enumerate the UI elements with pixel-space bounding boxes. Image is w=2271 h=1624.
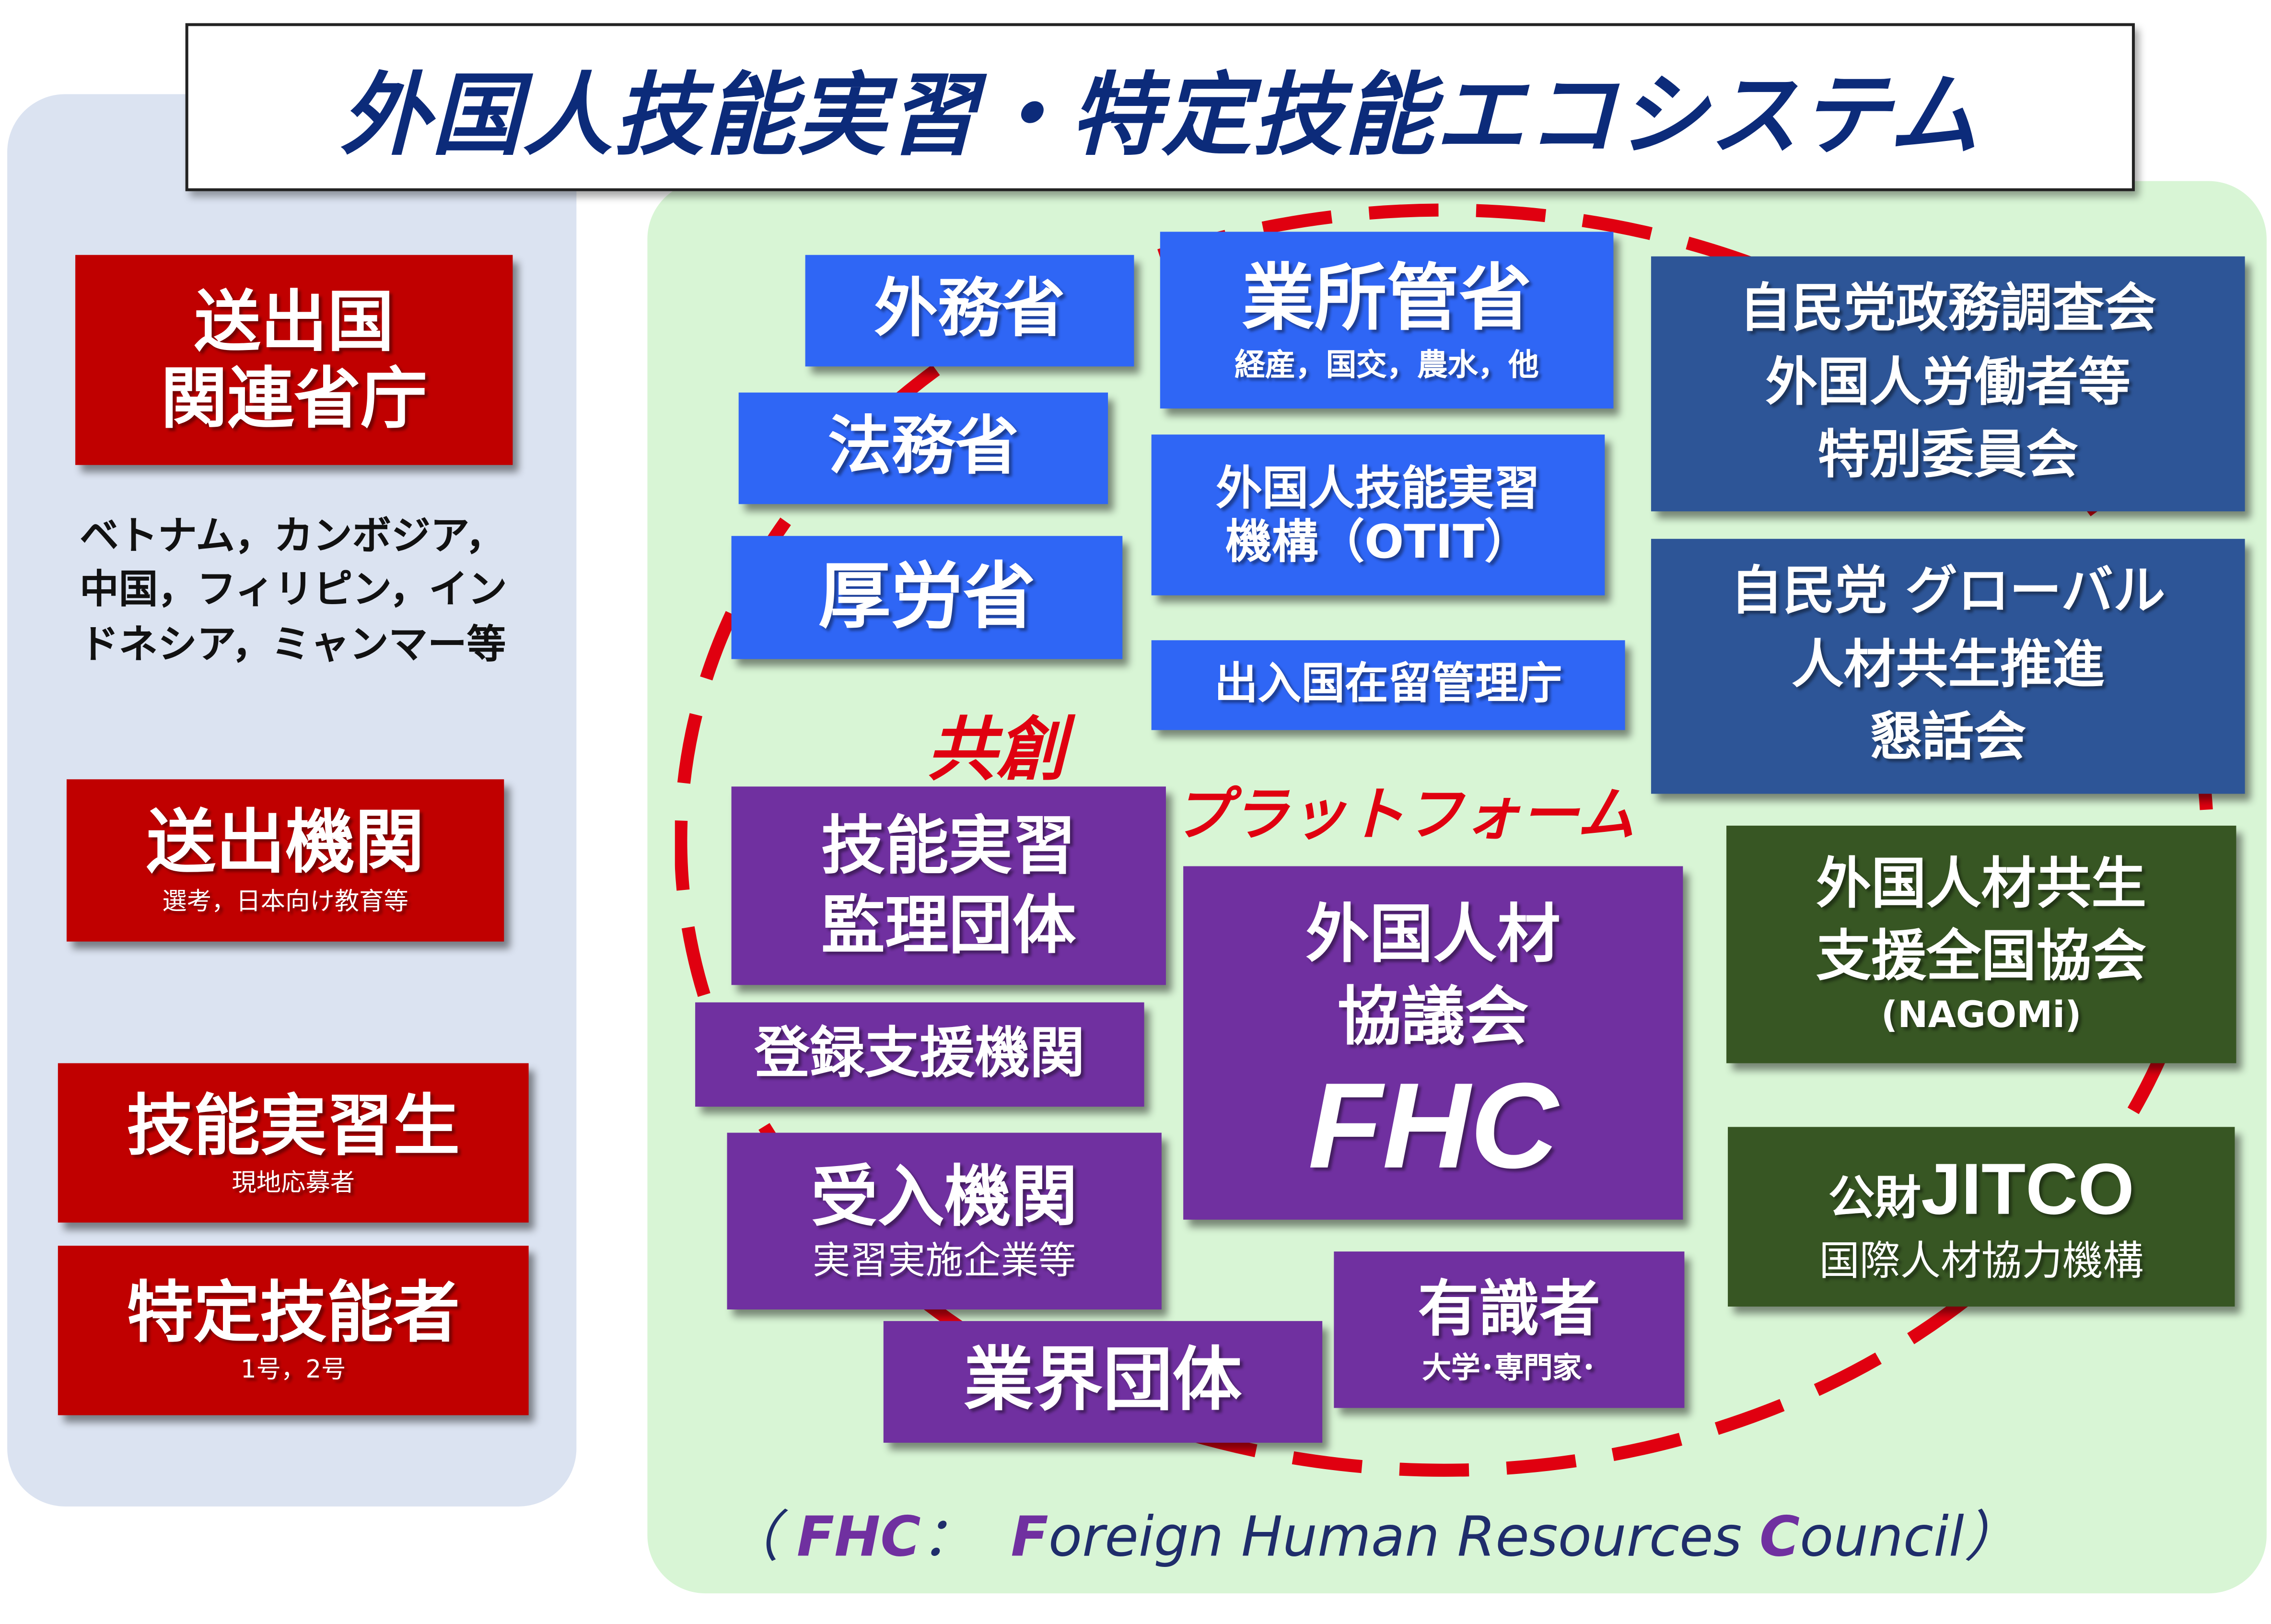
footer-paren-open: （ bbox=[724, 1505, 797, 1569]
countries-line: ドネシア，ミャンマー等 bbox=[80, 622, 506, 667]
registered-support-box: 登録支援機関 bbox=[695, 1002, 1144, 1107]
footer-abbr: FHC bbox=[796, 1505, 921, 1569]
ldp-forum-line1: 自民党 グローバル bbox=[1730, 562, 2166, 622]
immigration-box: 出入国在留管理庁 bbox=[1151, 640, 1625, 730]
nagomi-line1: 外国人材共生 bbox=[1816, 852, 2147, 916]
ministries-sub: 経産，国交，農水，他 bbox=[1234, 347, 1539, 382]
otit-box: 外国人技能実習 機構（OTIT） bbox=[1151, 434, 1605, 596]
sending-org-label: 送出機関 bbox=[146, 802, 425, 883]
fhc-box: 外国人材 協議会 FHC bbox=[1183, 866, 1683, 1220]
ldp-committee-line1: 自民党政務調査会 bbox=[1739, 280, 2157, 340]
ldp-committee-line3: 特別委員会 bbox=[1817, 426, 2079, 486]
nagomi-box: 外国人材共生 支援全国協会 (NAGOMi) bbox=[1726, 825, 2236, 1063]
jitco-prefix: 公財 bbox=[1828, 1170, 1921, 1226]
ministries-label: 業所管省 bbox=[1242, 257, 1532, 341]
industry-group-label: 業界団体 bbox=[964, 1340, 1242, 1422]
otit-line2: 機構（OTIT） bbox=[1225, 513, 1531, 569]
mofa-label: 外務省 bbox=[874, 272, 1065, 347]
trainee-label: 技能実習生 bbox=[127, 1086, 460, 1165]
immigration-label: 出入国在留管理庁 bbox=[1214, 658, 1562, 710]
ldp-forum-line2: 人材共生推進 bbox=[1791, 635, 2105, 695]
registered-support-label: 登録支援機関 bbox=[754, 1021, 1085, 1086]
footer-letter-f: F bbox=[1011, 1505, 1048, 1569]
nagomi-line2: 支援全国協会 bbox=[1816, 923, 2147, 988]
footer-letter-c: C bbox=[1759, 1505, 1800, 1569]
ldp-committee-line2: 外国人労働者等 bbox=[1765, 353, 2131, 413]
specified-skilled-box: 特定技能者 1号，2号 bbox=[58, 1246, 529, 1415]
experts-label: 有識者 bbox=[1418, 1273, 1601, 1345]
experts-sub: 大学･専門家･ bbox=[1422, 1349, 1596, 1384]
footer-colon: ： bbox=[920, 1505, 1011, 1569]
footer-text-foreign: oreign Human Resources bbox=[1048, 1505, 1759, 1569]
supervising-org-line2: 監理団体 bbox=[821, 888, 1076, 963]
title-box: 外国人技能実習・特定技能エコシステム bbox=[185, 23, 2135, 191]
accepting-org-label: 受入機関 bbox=[811, 1157, 1078, 1235]
trainee-box: 技能実習生 現地応募者 bbox=[58, 1063, 529, 1223]
sending-org-box: 送出機関 選考，日本向け教育等 bbox=[66, 779, 504, 942]
ministries-box: 業所管省 経産，国交，農水，他 bbox=[1160, 232, 1614, 409]
countries-list: ベトナム，カンボジア， 中国，フィリピン，イン ドネシア，ミャンマー等 bbox=[80, 510, 558, 672]
ldp-forum-box: 自民党 グローバル 人材共生推進 懇話会 bbox=[1651, 538, 2245, 794]
sending-ministries-line1: 送出国 bbox=[194, 281, 394, 361]
fhc-footer: （ FHC： Foreign Human Resources Council） bbox=[724, 1492, 2019, 1572]
accepting-org-sub: 実習実施企業等 bbox=[812, 1239, 1076, 1283]
jitco-sub: 国際人材協力機構 bbox=[1819, 1236, 2144, 1285]
mhlw-box: 厚労省 bbox=[731, 536, 1123, 659]
nagomi-sub: (NAGOMi) bbox=[1881, 993, 2082, 1036]
jitco-box: 公財JITCO 国際人材協力機構 bbox=[1728, 1127, 2235, 1307]
otit-line1: 外国人技能実習 bbox=[1216, 460, 1540, 515]
moj-box: 法務省 bbox=[738, 392, 1108, 504]
platform-label: プラットフォーム bbox=[1173, 782, 1635, 849]
trainee-sub: 現地応募者 bbox=[232, 1168, 355, 1198]
accepting-org-box: 受入機関 実習実施企業等 bbox=[727, 1133, 1162, 1309]
sending-org-sub: 選考，日本向け教育等 bbox=[162, 888, 408, 917]
moj-label: 法務省 bbox=[827, 410, 1019, 484]
supervising-org-line1: 技能実習 bbox=[821, 809, 1076, 883]
ldp-forum-line3: 懇話会 bbox=[1870, 708, 2026, 768]
experts-box: 有識者 大学･専門家･ bbox=[1334, 1251, 1685, 1408]
fhc-line1: 外国人材 bbox=[1305, 897, 1561, 971]
ldp-committee-box: 自民党政務調査会 外国人労働者等 特別委員会 bbox=[1651, 256, 2245, 512]
sending-ministries-box: 送出国 関連省庁 bbox=[75, 255, 513, 465]
sending-ministries-line2: 関連省庁 bbox=[161, 358, 428, 437]
jitco-name: JITCO bbox=[1921, 1149, 2134, 1230]
fhc-abbr: FHC bbox=[1308, 1057, 1559, 1194]
mofa-box: 外務省 bbox=[805, 255, 1134, 367]
industry-group-box: 業界団体 bbox=[883, 1321, 1323, 1443]
specified-skilled-label: 特定技能者 bbox=[127, 1273, 460, 1352]
kyoso-label: 共創 bbox=[927, 710, 1066, 791]
supervising-org-box: 技能実習 監理団体 bbox=[731, 786, 1166, 985]
countries-line: ベトナム，カンボジア， bbox=[80, 514, 505, 560]
footer-text-council: ouncil） bbox=[1800, 1505, 2019, 1569]
page-title: 外国人技能実習・特定技能エコシステム bbox=[340, 62, 1980, 168]
countries-line: 中国，フィリピン，イン bbox=[80, 568, 507, 613]
mhlw-label: 厚労省 bbox=[818, 554, 1036, 639]
specified-skilled-sub: 1号，2号 bbox=[241, 1356, 346, 1385]
fhc-line2: 協議会 bbox=[1337, 980, 1529, 1054]
